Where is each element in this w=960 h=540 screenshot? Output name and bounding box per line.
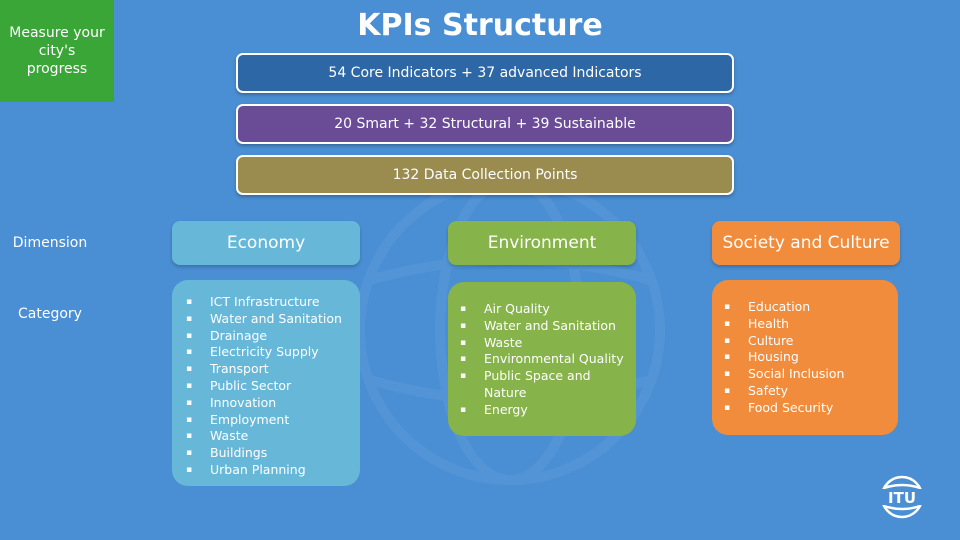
bullet-icon: ▪	[186, 431, 193, 442]
itu-logo-icon: ITU	[874, 475, 930, 519]
category-label: Environmental Quality	[484, 351, 624, 367]
category-item: ▪ Waste	[460, 335, 636, 352]
category-item: ▪ Drainage	[186, 328, 360, 345]
bullet-icon: ▪	[460, 371, 467, 382]
category-item: ▪ Innovation	[186, 395, 360, 412]
category-label: Innovation	[210, 394, 277, 410]
category-item: ▪ ICT Infrastructure	[186, 294, 360, 311]
indicators-band: 54 Core Indicators + 37 advanced Indicat…	[236, 53, 734, 93]
smart-structural-band: 20 Smart + 32 Structural + 39 Sustainabl…	[236, 104, 734, 144]
bullet-icon: ▪	[186, 297, 193, 307]
category-item: ▪ Water and Sanitation	[186, 311, 360, 328]
bullet-icon: ▪	[186, 347, 193, 358]
category-item: ▪ Water and Sanitation	[460, 318, 636, 335]
category-item: ▪ Culture	[724, 333, 898, 350]
measure-progress-line-1: Measure your	[9, 25, 105, 41]
category-label: Waste	[210, 428, 249, 444]
category-label: Food Security	[748, 399, 834, 415]
bullet-icon: ▪	[724, 302, 731, 312]
category-label: Employment	[210, 411, 290, 427]
category-item: ▪ Employment	[186, 412, 360, 429]
category-label: Waste	[484, 334, 523, 350]
dimension-row-label: Dimension	[12, 235, 88, 251]
bullet-icon: ▪	[460, 337, 467, 348]
economy-header: Economy	[172, 221, 360, 265]
bullet-icon: ▪	[186, 364, 193, 375]
bullet-icon: ▪	[724, 369, 731, 380]
category-label: Social Inclusion	[748, 366, 845, 382]
category-label: Electricity Supply	[210, 344, 319, 360]
environment-header: Environment	[448, 221, 636, 265]
page-title: KPIs Structure	[357, 8, 603, 43]
category-item: ▪ Public Space and Nature	[460, 368, 636, 402]
category-label: Urban Planning	[210, 461, 306, 477]
category-item: ▪ Health	[724, 316, 898, 333]
society-category-list: ▪ Education ▪ Health ▪ Culture ▪ Housing ▪ Social…	[724, 299, 898, 417]
category-item: ▪ Safety	[724, 383, 898, 400]
category-item: ▪ Energy	[460, 402, 636, 419]
bullet-icon: ▪	[460, 304, 467, 314]
category-item: ▪ Environmental Quality	[460, 351, 636, 368]
bullet-icon: ▪	[186, 414, 193, 425]
category-label: Public Sector	[210, 377, 292, 393]
itu-logo-text: ITU	[888, 489, 916, 507]
category-label: Culture	[748, 332, 794, 348]
category-label: Drainage	[210, 327, 268, 343]
category-label: Transport	[210, 361, 269, 377]
bullet-icon: ▪	[724, 385, 731, 396]
bullet-icon: ▪	[460, 354, 467, 365]
bullet-icon: ▪	[186, 330, 193, 341]
category-label: Safety	[748, 382, 788, 398]
bullet-icon: ▪	[186, 380, 193, 391]
category-item: ▪ Food Security	[724, 400, 898, 417]
bullet-icon: ▪	[724, 318, 731, 329]
category-label: Public Space and Nature	[484, 368, 591, 400]
category-label: Housing	[748, 349, 799, 365]
category-item: ▪ Buildings	[186, 445, 360, 462]
measure-progress-line-2: city's	[38, 43, 76, 59]
bullet-icon: ▪	[186, 397, 193, 408]
bullet-icon: ▪	[186, 313, 193, 324]
bullet-icon: ▪	[460, 404, 467, 415]
category-label: Education	[748, 299, 811, 314]
category-item: ▪ Transport	[186, 361, 360, 378]
category-label: Water and Sanitation	[484, 317, 616, 333]
category-label: Buildings	[210, 445, 268, 461]
category-label: Water and Sanitation	[210, 310, 342, 326]
category-item: ▪ Electricity Supply	[186, 344, 360, 361]
category-label: ICT Infrastructure	[210, 294, 320, 309]
category-item: ▪ Urban Planning	[186, 462, 360, 479]
environment-categories-panel: ▪Air Quality▪Water and Sanitation▪Waste▪…	[448, 282, 636, 436]
category-item: ▪ Public Sector	[186, 378, 360, 395]
environment-category-list: ▪Air Quality▪Water and Sanitation▪Waste▪…	[460, 301, 636, 419]
data-collection-band: 132 Data Collection Points	[236, 155, 734, 195]
society-categories-panel: ▪ Education ▪ Health ▪ Culture ▪ Housing ▪ Social…	[712, 280, 898, 435]
category-row-label: Category	[18, 306, 82, 322]
bullet-icon: ▪	[724, 335, 731, 346]
category-label: Air Quality	[484, 301, 550, 316]
category-item: ▪ Education	[724, 299, 898, 316]
category-label: Health	[748, 315, 790, 331]
economy-category-list: ▪ ICT Infrastructure ▪ Water and Sanitation…	[186, 294, 360, 479]
bullet-icon: ▪	[186, 464, 193, 475]
category-item: ▪ Waste	[186, 428, 360, 445]
economy-categories-panel: ▪ ICT Infrastructure ▪ Water and Sanitation…	[172, 280, 360, 486]
bullet-icon: ▪	[186, 448, 193, 459]
category-label: Energy	[484, 401, 528, 417]
category-item: ▪ Social Inclusion	[724, 366, 898, 383]
bullet-icon: ▪	[460, 320, 467, 331]
bullet-icon: ▪	[724, 402, 731, 413]
bullet-icon: ▪	[724, 352, 731, 363]
category-item: ▪ Air Quality	[460, 301, 636, 318]
society-culture-header: Society and Culture	[712, 221, 900, 265]
measure-progress-line-3: progress	[26, 61, 88, 77]
measure-progress-box: Measure your city's progress	[0, 0, 114, 102]
category-item: ▪ Housing	[724, 349, 898, 366]
